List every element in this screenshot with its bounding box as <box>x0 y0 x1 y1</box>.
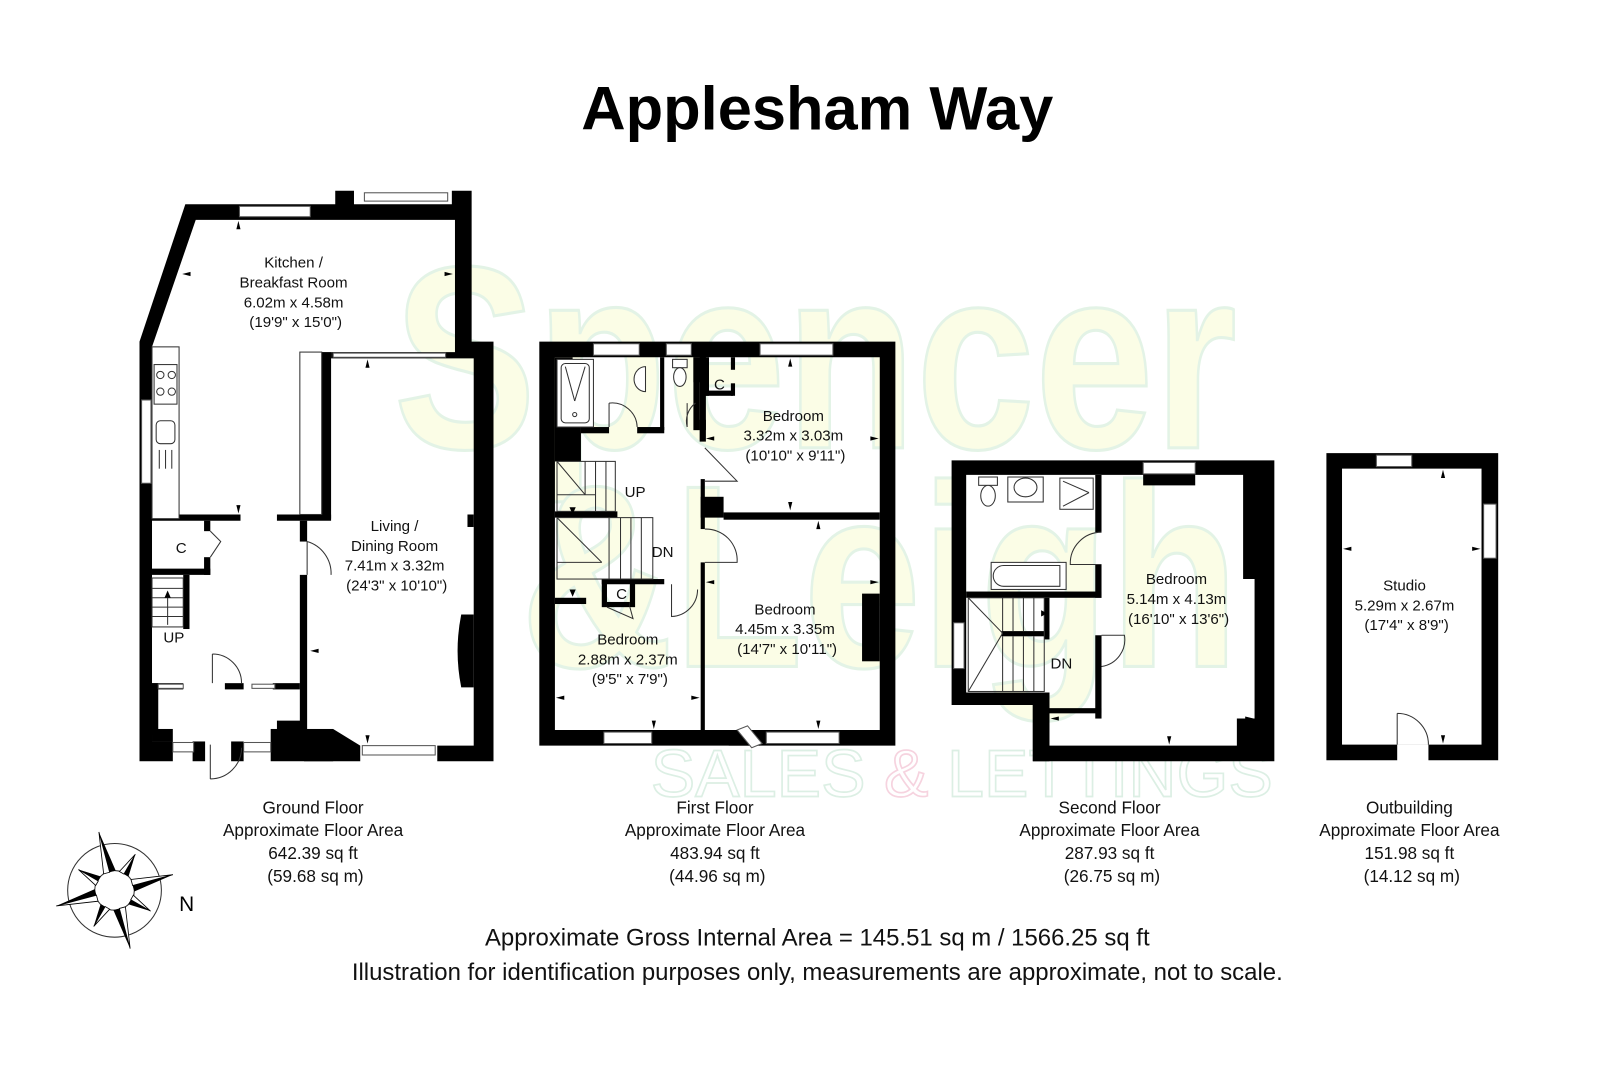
ground-floor-plan: Kitchen / Breakfast Room 6.02m x 4.58m (… <box>139 190 494 780</box>
window <box>363 192 449 202</box>
hob-icon <box>153 364 178 405</box>
window <box>1142 461 1196 475</box>
watermark-tagline-left: SALES <box>651 738 884 812</box>
door <box>608 402 638 428</box>
window <box>172 741 195 753</box>
window <box>1483 503 1497 559</box>
basin-icon <box>633 366 647 393</box>
page-title: Applesham Way <box>581 74 1053 143</box>
door <box>671 584 699 618</box>
window <box>603 731 653 745</box>
window <box>238 205 311 218</box>
counter <box>299 351 323 516</box>
stairs-up-label: UP <box>625 484 646 501</box>
door <box>704 528 738 563</box>
window <box>251 683 276 689</box>
cupboard-label: C <box>714 377 725 394</box>
gross-internal-area: Approximate Gross Internal Area = 145.51… <box>485 925 1150 952</box>
window <box>243 741 272 753</box>
door <box>1396 712 1429 745</box>
watermark-tagline-amp: & <box>884 738 928 812</box>
room-label-bedroom-1: Bedroom 3.32m x 3.03m (10'10" x 9'11") <box>743 408 847 465</box>
ground-floor-walls <box>139 190 494 762</box>
first-floor-plan: Bedroom 3.32m x 3.03m (10'10" x 9'11") B… <box>539 341 896 749</box>
stairs-up-label: UP <box>163 630 184 647</box>
sink-icon <box>155 420 176 445</box>
room-label-living-dining: Living / Dining Room 7.41m x 3.32m (24'3… <box>345 518 449 594</box>
door <box>606 606 634 620</box>
door <box>1069 531 1102 565</box>
front-door <box>209 744 243 780</box>
cupboard-label: C <box>616 586 627 603</box>
watermark-brand-top: Spencer <box>394 213 1237 505</box>
room-label-studio: Studio 5.29m x 2.67m (17'4" x 8'9") <box>1355 577 1459 634</box>
second-floor-walls <box>951 460 1275 762</box>
window <box>759 343 834 356</box>
room-label-bedroom-3: Bedroom 2.88m x 2.37m (9'5" x 7'9") <box>578 632 682 689</box>
front-door <box>211 653 243 684</box>
window <box>592 343 640 356</box>
door <box>685 402 696 428</box>
watermark: Spencer &Leigh SALES & LETTINGS <box>392 211 1274 812</box>
door <box>704 447 739 482</box>
bath-icon <box>990 561 1067 590</box>
door <box>209 530 222 558</box>
window <box>141 399 152 484</box>
second-floor-plan: Bedroom 5.14m x 4.13m (16'10" x 13'6") D… <box>951 460 1275 762</box>
ground-floor-area-label: Ground Floor Approximate Floor Area 642.… <box>223 797 408 886</box>
window <box>665 343 692 356</box>
stairs-down-label: DN <box>652 544 674 561</box>
window <box>332 352 447 358</box>
window <box>953 622 965 670</box>
staircase-icon <box>967 597 1048 693</box>
outbuilding-area-label: Outbuilding Approximate Floor Area 151.9… <box>1319 797 1504 886</box>
outbuilding-plan: Studio 5.29m x 2.67m (17'4" x 8'9") <box>1326 453 1499 762</box>
toilet-icon <box>672 358 688 369</box>
window <box>765 731 840 745</box>
staircase-icon <box>556 460 654 597</box>
disclaimer: Illustration for identification purposes… <box>352 959 1283 986</box>
stairs-down-label: DN <box>1051 656 1073 673</box>
door <box>306 541 332 575</box>
shower-icon <box>1059 477 1094 510</box>
first-floor-area-label: First Floor Approximate Floor Area 483.9… <box>625 797 810 886</box>
toilet-icon <box>978 476 998 486</box>
window <box>157 683 184 689</box>
window <box>361 745 436 756</box>
room-label-bedroom-4: Bedroom 5.14m x 4.13m (16'10" x 13'6") <box>1127 571 1231 628</box>
cupboard-label: C <box>176 540 187 557</box>
room-label-bedroom-2: Bedroom 4.45m x 3.35m (14'7" x 10'11") <box>735 601 839 658</box>
room-label-kitchen: Kitchen / Breakfast Room 6.02m x 4.58m (… <box>240 255 352 331</box>
compass-rose-icon <box>56 831 173 949</box>
window <box>1375 454 1413 468</box>
door <box>1101 634 1126 668</box>
second-floor-area-label: Second Floor Approximate Floor Area 287.… <box>1019 797 1204 886</box>
compass-north-label: N <box>179 893 194 916</box>
staircase-icon <box>151 577 184 628</box>
